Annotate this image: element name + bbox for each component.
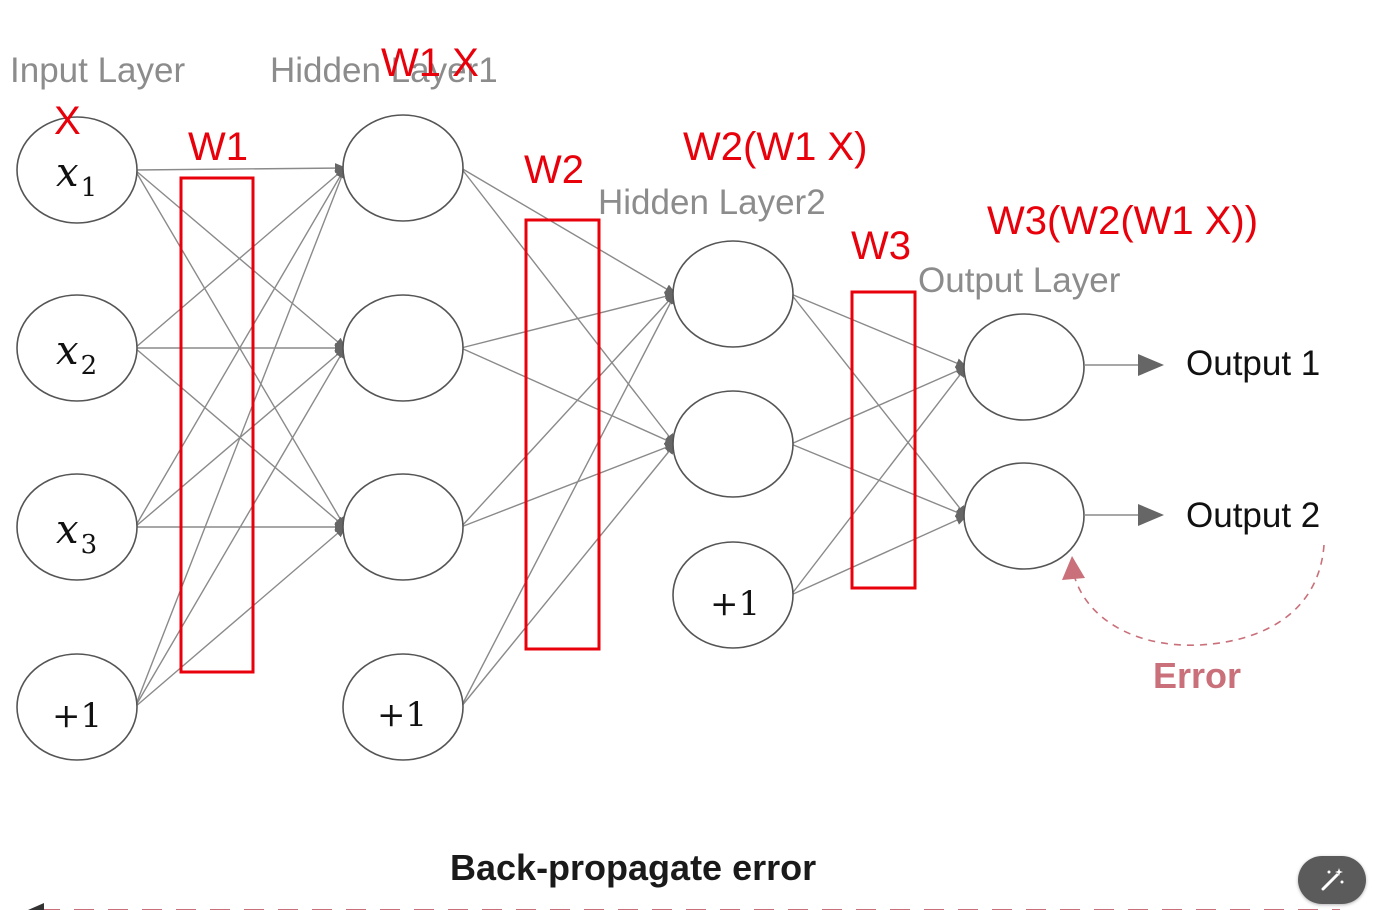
input-bias-label: +1 <box>52 696 102 736</box>
magic-edit-button[interactable] <box>1298 856 1366 904</box>
anno-w3w2w1x: W3(W2(W1 X)) <box>987 199 1258 243</box>
anno-w3: W3 <box>851 224 911 268</box>
hidden2-output-edge-2-1 <box>790 515 968 596</box>
hidden-layer2-title: Hidden Layer2 <box>598 183 826 222</box>
hidden1-hidden2-edge-1-1 <box>460 347 677 445</box>
x1-label: x1 <box>56 150 97 203</box>
error-arrow-head <box>1062 556 1085 580</box>
input-layer-title: Input Layer <box>10 51 185 90</box>
input-hidden1-edge-3-1 <box>134 346 347 708</box>
hidden1-node-bias <box>342 653 464 761</box>
input-hidden1-edge-2-0 <box>134 166 347 528</box>
magic-wand-icon <box>1321 868 1344 891</box>
input-hidden1-edge-0-1 <box>134 169 347 350</box>
hidden1-node-1 <box>342 114 464 222</box>
hidden1-hidden2-edge-3-1 <box>460 442 677 708</box>
hidden1-hidden2-edge-0-0 <box>460 167 677 296</box>
output2-label: Output 2 <box>1186 496 1320 535</box>
hidden1-hidden2-edge-2-1 <box>460 442 677 528</box>
anno-x: X <box>54 99 81 143</box>
hidden-layer1-title: Hidden Layer1 <box>270 51 498 90</box>
error-curve <box>1073 544 1325 646</box>
input-node-bias <box>16 653 138 761</box>
output-layer-title: Output Layer <box>918 261 1121 300</box>
input-hidden1-edge-0-0 <box>134 163 347 174</box>
anno-w2w1x: W2(W1 X) <box>683 125 867 169</box>
connection-edges <box>134 163 968 708</box>
hidden1-hidden2-edge-2-0 <box>460 292 677 528</box>
hidden1-hidden2-edge-0-1 <box>460 167 677 446</box>
input-hidden1-edge-3-0 <box>134 166 347 708</box>
anno-w1x: W1 X <box>381 41 479 85</box>
hidden1-node-2 <box>342 294 464 402</box>
anno-w1: W1 <box>188 125 248 169</box>
w2-box <box>524 218 601 651</box>
hidden2-output-edge-2-0 <box>790 365 968 596</box>
input-node-x1 <box>16 116 138 224</box>
w1-box <box>179 176 255 674</box>
backprop-arrow-head <box>28 903 44 910</box>
input-hidden1-edge-3-2 <box>134 525 347 708</box>
x2-label: x2 <box>56 328 97 381</box>
input-node-x2 <box>16 294 138 402</box>
hidden2-output-edge-1-0 <box>790 366 968 445</box>
anno-w2: W2 <box>524 148 584 192</box>
hidden2-output-edge-0-0 <box>790 293 968 368</box>
hidden2-bias-label: +1 <box>710 584 760 624</box>
hidden1-node-3 <box>342 473 464 581</box>
x3-label: x3 <box>56 507 97 560</box>
hidden1-hidden2-edge-1-0 <box>460 291 677 349</box>
input-node-x3 <box>16 473 138 581</box>
output-node-1 <box>963 313 1085 421</box>
backprop-label: Back-propagate error <box>450 847 816 888</box>
hidden2-node-1 <box>672 240 794 348</box>
output-node-2 <box>963 462 1085 570</box>
hidden2-node-bias <box>672 541 794 649</box>
input-hidden1-edge-1-0 <box>134 166 347 349</box>
hidden1-bias-label: +1 <box>377 695 427 735</box>
hidden1-hidden2-edge-3-0 <box>460 292 676 708</box>
error-label: Error <box>1153 655 1241 696</box>
w3-box <box>850 290 917 590</box>
hidden2-node-2 <box>672 390 794 498</box>
output1-label: Output 1 <box>1186 344 1320 383</box>
